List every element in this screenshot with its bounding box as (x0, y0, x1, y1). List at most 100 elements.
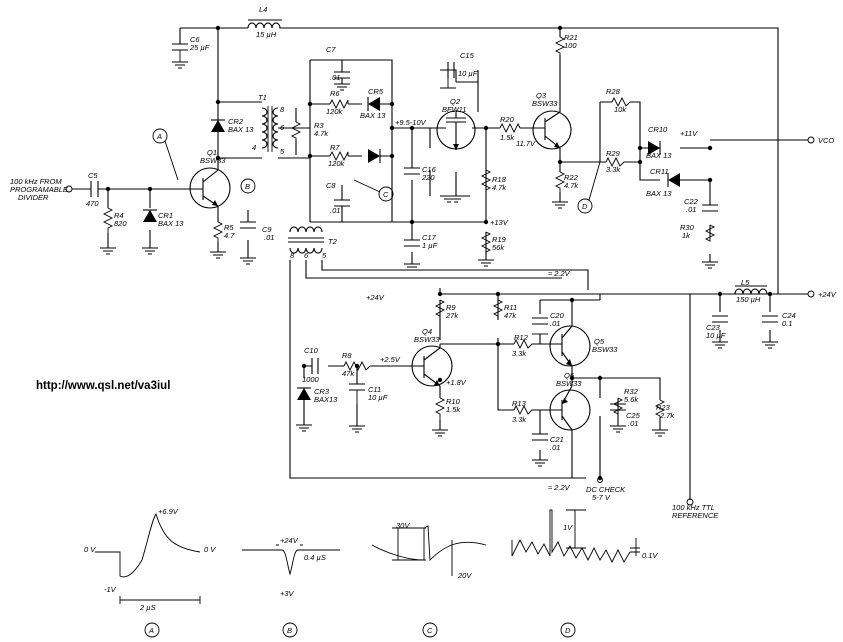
capacitor-c16 (404, 167, 420, 175)
components-c20-val-label: .01 (550, 319, 560, 328)
transistor-q3 (532, 110, 572, 150)
capacitor-c10 (311, 358, 319, 374)
components-c25-val-label: .01 (628, 419, 638, 428)
waveforms-b-width-label: 0.4 µS (304, 553, 326, 562)
components-cr3-val-label: BAX13 (314, 395, 338, 404)
components-q2-val-label: BFW11 (442, 105, 466, 114)
diode-cr5 (367, 97, 380, 111)
voltages-plus13-label: +13V (490, 218, 509, 227)
waveforms-a-zeror-label: 0 V (204, 545, 216, 554)
components-c15-ref-label: C15 (460, 51, 475, 60)
dccheck-label-2: 5-7 V (592, 493, 611, 502)
components-r3-ref-label: R3 (314, 121, 324, 130)
components-c23-ref-label: C23 (706, 323, 721, 332)
ref-label-2: REFERENCE (672, 511, 719, 520)
components-r7-val-label: 120k (328, 159, 346, 168)
components-cr1-val-label: BAX 13 (158, 219, 184, 228)
resistor-r18 (480, 169, 492, 196)
resistor-r9 (434, 299, 446, 320)
diodes (143, 97, 680, 400)
components-t2-ref-label: T2 (328, 237, 338, 246)
components-c6-ref-label: C6 (190, 35, 200, 44)
components-cr11-ref-label: CR11 (650, 167, 669, 176)
components-r23-ref-label: R23 (656, 403, 671, 412)
pins-t2_8-label: 8 (290, 251, 295, 260)
diode-cr11 (667, 173, 680, 187)
resistor-r11 (492, 299, 504, 320)
components-cr3-ref-label: CR3 (314, 387, 330, 396)
resistor-r21 (554, 36, 566, 55)
components-r12-val-label: 3.3k (512, 349, 527, 358)
resistor-r28 (611, 96, 631, 108)
components-r6-val-label: 120k (326, 107, 344, 116)
capacitor-c23 (712, 315, 728, 323)
resistor-r13 (513, 404, 536, 416)
input-label-3: DIVIDER (18, 193, 49, 202)
components-r10-ref-label: R10 (446, 397, 461, 406)
waveform-tags (144, 622, 576, 638)
components-c5-ref-label: C5 (88, 171, 98, 180)
capacitor-c5 (90, 181, 99, 197)
components-l5-val-label: 150 µH (736, 295, 761, 304)
waveforms-a-zerol-label: 0 V (84, 545, 96, 554)
transistor-q1 (189, 158, 231, 210)
components-c21-val-label: .01 (550, 443, 560, 452)
diode-cr1 (143, 209, 157, 222)
input-label-2: PROGRAMABLE (10, 185, 69, 194)
testpoints-d-label: D (582, 202, 588, 211)
components-cr10-val-label: BAX 13 (646, 151, 672, 160)
resistor-r19 (480, 231, 492, 260)
components-cr5-val-label: BAX 13 (360, 111, 386, 120)
waveform-d (511, 509, 631, 564)
transformer-t1 (261, 107, 279, 149)
capacitor-c7 (334, 60, 350, 84)
inductor-l5 (734, 288, 768, 295)
components-r29-ref-label: R29 (606, 149, 621, 158)
resistor-r8 (343, 360, 371, 372)
waveforms-b-bottom-label: +3V (280, 589, 295, 598)
resistor-r22 (554, 171, 566, 192)
testpoints-a-label: A (156, 132, 162, 141)
supply-terminal (807, 290, 815, 298)
components-c20-ref-label: C20 (550, 311, 565, 320)
components-c17-ref-label: C17 (422, 233, 437, 242)
labels: http://www.qsl.net/va3iul 100 kHz FROM P… (10, 5, 837, 635)
capacitor-c20 (532, 317, 548, 325)
components-cr1-ref-label: CR1 (158, 211, 173, 220)
components-c25-ref-label: C25 (626, 411, 641, 420)
components-c10-val-label: 1000 (302, 375, 320, 384)
components-q3-val-label: BSW33 (532, 99, 558, 108)
voltages-approx22top-label: ≈ 2.2V (548, 269, 571, 278)
components-r18-val-label: 4.7k (492, 183, 507, 192)
capacitor-c15 (447, 62, 455, 78)
components-r19-val-label: 56k (492, 243, 505, 252)
diode-cr3 (297, 387, 311, 400)
components-c24-ref-label: C24 (782, 311, 796, 320)
reference-terminal (686, 498, 694, 506)
transistors (189, 110, 591, 431)
components-c9-val-label: .01 (264, 233, 274, 242)
components-q5-val-label: BSW33 (592, 345, 618, 354)
components-r32-val-label: 5.6k (624, 395, 639, 404)
components-r7-ref-label: R7 (330, 143, 340, 152)
components-cr2-val-label: BAX 13 (228, 125, 254, 134)
diode-cr2 (211, 119, 225, 132)
components-q2-ref-label: Q2 (450, 97, 461, 106)
ref-label-1: 100 kHz TTL (672, 503, 715, 512)
components-r9-val-label: 27k (445, 311, 459, 320)
waveforms-b-tag-label: B (287, 626, 292, 635)
transformer-t2 (289, 226, 323, 254)
components-r30-ref-label: R30 (680, 223, 695, 232)
resistor-r7 (329, 150, 349, 162)
components-r28-val-label: 10k (614, 105, 627, 114)
components-c5-val-label: 470 (86, 199, 99, 208)
components-c11-val-label: 10 µF (368, 393, 388, 402)
components-r20-val-label: 1.5k (500, 133, 515, 142)
components-cr11-val-label: BAX 13 (646, 189, 672, 198)
waveform-c (371, 525, 487, 562)
resistor-r30 (704, 224, 716, 242)
components-c23-val-label: 10 µF (706, 331, 726, 340)
capacitor-c11 (349, 383, 365, 391)
supply-label: +24V (818, 290, 837, 299)
